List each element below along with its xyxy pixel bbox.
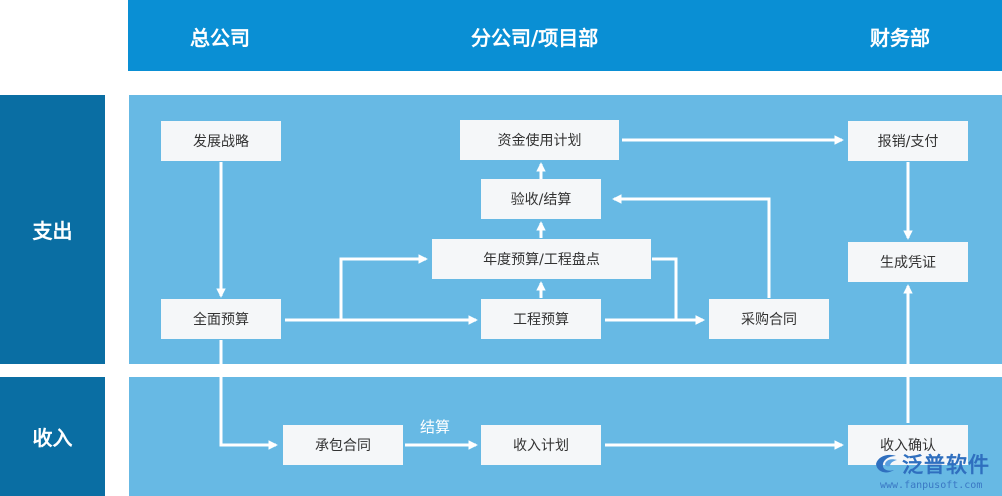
arrow-budget-to-annual-budget bbox=[339, 254, 428, 320]
row-label-income: 收入 bbox=[0, 377, 105, 496]
fanpu-logo-url: www.fanpusoft.com bbox=[880, 480, 983, 491]
node-annual-budget: 年度预算/工程盘点 bbox=[432, 239, 651, 279]
column-header-bar: 总公司 分公司/项目部 财务部 bbox=[128, 0, 1002, 71]
column-header-hq: 总公司 bbox=[190, 26, 250, 50]
node-acceptance: 验收/结算 bbox=[481, 179, 601, 219]
node-voucher: 生成凭证 bbox=[848, 242, 968, 282]
column-header-finance: 财务部 bbox=[870, 26, 930, 50]
edge-label-settlement: 结算 bbox=[420, 418, 451, 436]
node-fund-plan: 资金使用计划 bbox=[460, 120, 619, 160]
node-purchase-contract: 采购合同 bbox=[709, 299, 829, 339]
node-subcontract: 承包合同 bbox=[283, 425, 403, 465]
node-full-budget: 全面预算 bbox=[161, 299, 281, 339]
arrow-budget-to-subcontract bbox=[219, 340, 278, 450]
arrow-purchase-to-acceptance bbox=[612, 194, 771, 298]
fanpu-logo-text: 泛普软件 bbox=[902, 453, 990, 477]
row-label-expense: 支出 bbox=[0, 95, 105, 364]
fanpu-logo: 泛普软件 www.fanpusoft.com bbox=[870, 446, 1002, 496]
fanpu-logo-icon bbox=[876, 454, 897, 473]
arrow-annual-to-purchase bbox=[652, 257, 705, 325]
node-strategy: 发展战略 bbox=[161, 121, 281, 161]
node-income-confirm: 收入确认 bbox=[848, 425, 968, 465]
node-project-budget: 工程预算 bbox=[481, 299, 601, 339]
node-income-plan: 收入计划 bbox=[481, 425, 601, 465]
node-reimburse: 报销/支付 bbox=[848, 121, 968, 161]
column-header-branch: 分公司/项目部 bbox=[471, 26, 599, 50]
